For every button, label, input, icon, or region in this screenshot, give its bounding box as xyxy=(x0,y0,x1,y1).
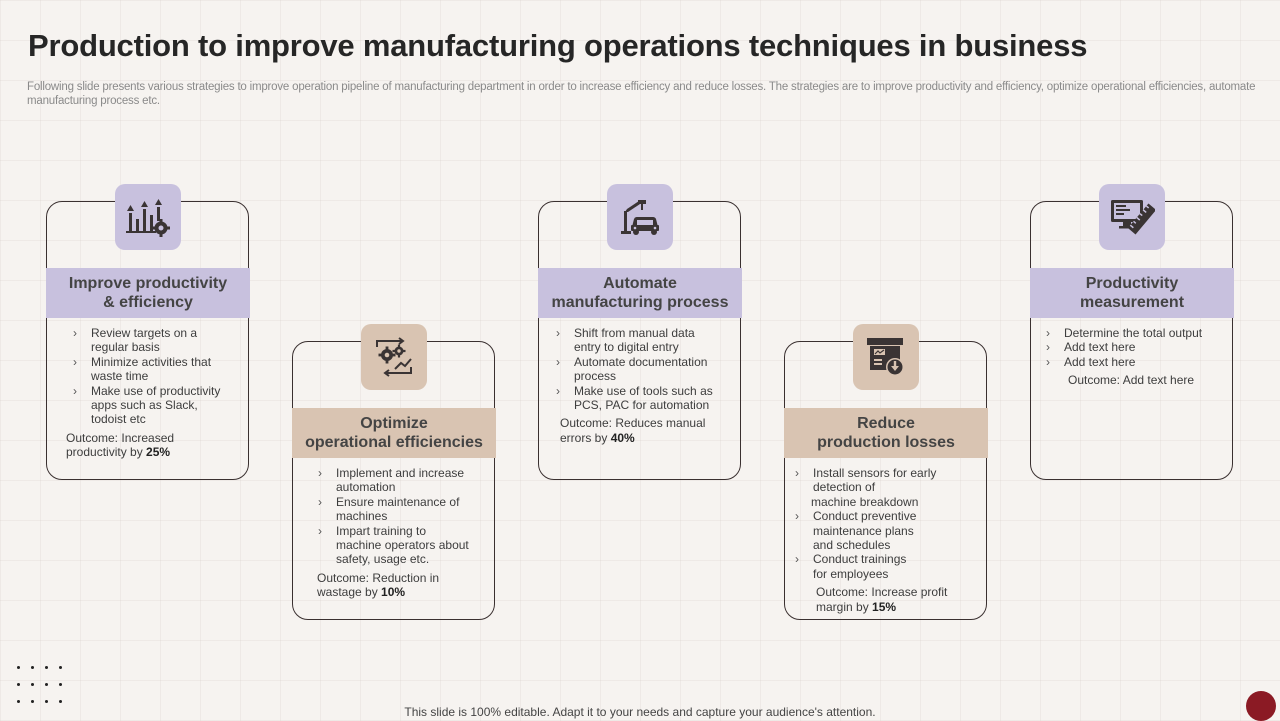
footer-note: This slide is 100% editable. Adapt it to… xyxy=(404,705,876,719)
monitor-ruler-icon xyxy=(1099,184,1165,250)
decorative-dot-grid xyxy=(17,666,65,706)
card-heading: Improve productivity& efficiency xyxy=(46,268,250,318)
robot-arm-car-icon xyxy=(607,184,673,250)
outcome-text: Outcome: Add text here xyxy=(1068,373,1195,388)
page-subtitle: Following slide presents various strateg… xyxy=(27,81,1256,107)
decorative-circle xyxy=(1246,691,1276,721)
page-title: Production to improve manufacturing oper… xyxy=(28,28,1088,63)
list-item: Add text here xyxy=(1046,340,1231,355)
list-item: Add text here xyxy=(1046,355,1231,370)
bar-chart-gear-icon xyxy=(115,184,181,250)
card-body: Determine the total output Add text here… xyxy=(1046,326,1231,388)
list-item: Determine the total output xyxy=(1046,326,1231,341)
box-down-arrow-icon xyxy=(853,324,919,390)
gears-cycle-icon xyxy=(361,324,427,390)
